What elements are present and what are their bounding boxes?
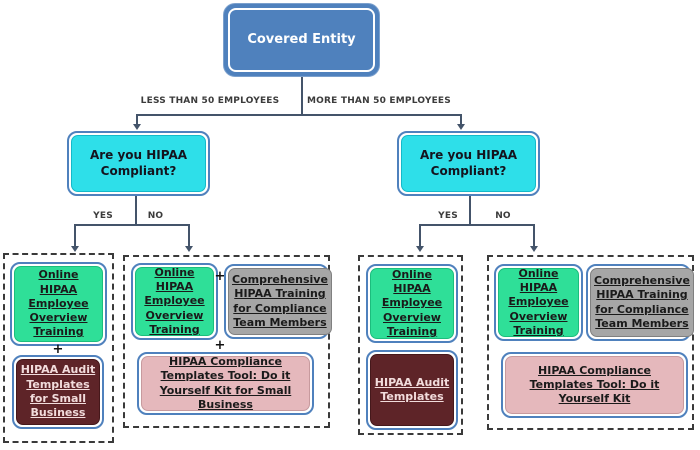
left-no-label: NO <box>147 211 164 221</box>
node-online-training-left-no[interactable]: Online HIPAA Employee Overview Training <box>131 263 218 340</box>
connector-top-horizontal <box>136 114 462 116</box>
node-covered-entity: Covered Entity <box>223 3 380 77</box>
right-yes-label: YES <box>438 211 458 221</box>
connector-right-question-down <box>469 196 471 226</box>
comprehensive-training-link[interactable]: Comprehensive HIPAA Training for Complia… <box>594 273 690 330</box>
online-training-link[interactable]: Online HIPAA Employee Overview Training <box>144 265 205 336</box>
node-question-left: Are you HIPAA Compliant? <box>67 131 210 196</box>
group-right-yes <box>358 255 463 435</box>
node-comprehensive-training-right[interactable]: Comprehensive HIPAA Training for Complia… <box>586 264 694 341</box>
node-online-training-left-yes[interactable]: Online HIPAA Employee Overview Training <box>10 262 107 346</box>
templates-tool-link[interactable]: HIPAA Compliance Templates Tool: Do it Y… <box>529 363 660 406</box>
covered-entity-label: Covered Entity <box>247 31 356 47</box>
question-left-label: Are you HIPAA Compliant? <box>89 147 188 178</box>
arrowhead-right-no <box>530 246 538 252</box>
connector-left-question-down <box>135 196 137 226</box>
templates-tool-small-link[interactable]: HIPAA Compliance Templates Tool: Do it Y… <box>159 354 292 411</box>
connector-right-split <box>419 224 535 226</box>
node-templates-tool-small[interactable]: HIPAA Compliance Templates Tool: Do it Y… <box>137 352 314 415</box>
connector-root-down <box>301 77 303 115</box>
node-templates-tool[interactable]: HIPAA Compliance Templates Tool: Do it Y… <box>501 352 688 418</box>
arrowhead-left-no <box>185 246 193 252</box>
node-audit-templates[interactable]: HIPAA Audit Templates <box>366 350 458 430</box>
online-training-link[interactable]: Online HIPAA Employee Overview Training <box>381 267 443 338</box>
branch-label-less-than-50: LESS THAN 50 EMPLOYEES <box>140 96 280 106</box>
group-left-yes <box>3 253 114 443</box>
connector-left-split <box>74 224 190 226</box>
group-left-no <box>123 255 330 428</box>
arrowhead-right-question <box>457 124 465 130</box>
arrowhead-left-yes <box>71 246 79 252</box>
node-online-training-right-no[interactable]: Online HIPAA Employee Overview Training <box>494 264 583 341</box>
arrowhead-right-yes <box>416 246 424 252</box>
arrowhead-left-question <box>133 124 141 130</box>
connector-right-yes-drop <box>419 224 421 247</box>
plus-sign-left-yes: + <box>52 342 64 357</box>
audit-templates-link[interactable]: HIPAA Audit Templates <box>374 375 450 403</box>
connector-left-yes-drop <box>74 224 76 247</box>
connector-right-no-drop <box>533 224 535 247</box>
connector-left-no-drop <box>188 224 190 247</box>
left-yes-label: YES <box>93 211 113 221</box>
connector-right-drop <box>460 114 462 125</box>
connector-left-drop <box>136 114 138 125</box>
branch-label-more-than-50: MORE THAN 50 EMPLOYEES <box>307 96 451 106</box>
node-online-training-right-yes[interactable]: Online HIPAA Employee Overview Training <box>366 264 458 343</box>
audit-templates-small-link[interactable]: HIPAA Audit Templates for Small Business <box>20 363 96 420</box>
question-right-label: Are you HIPAA Compliant? <box>419 147 518 178</box>
comprehensive-training-link[interactable]: Comprehensive HIPAA Training for Complia… <box>232 272 328 329</box>
online-training-link[interactable]: Online HIPAA Employee Overview Training <box>28 268 89 339</box>
node-audit-templates-small[interactable]: HIPAA Audit Templates for Small Business <box>12 355 104 429</box>
node-question-right: Are you HIPAA Compliant? <box>397 131 540 196</box>
node-comprehensive-training-left[interactable]: Comprehensive HIPAA Training for Complia… <box>224 264 332 339</box>
plus-sign-left-no-1: + <box>214 269 226 284</box>
right-no-label: NO <box>495 211 511 221</box>
group-right-no <box>487 255 694 430</box>
plus-sign-left-no-2: + <box>214 338 226 353</box>
online-training-link[interactable]: Online HIPAA Employee Overview Training <box>508 266 569 337</box>
